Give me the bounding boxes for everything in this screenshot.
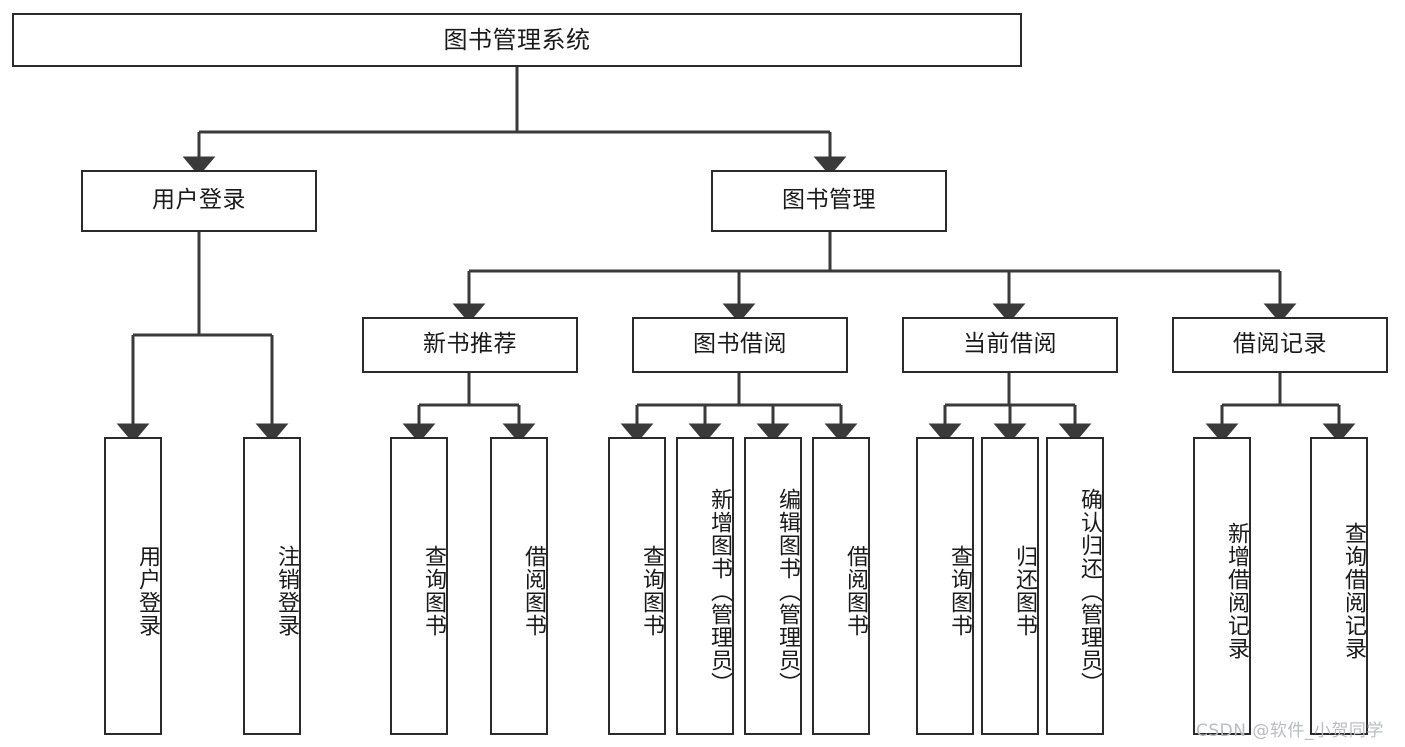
node-new-book-recommend[interactable]: 新书推荐 bbox=[362, 317, 578, 373]
node-book-manage[interactable]: 图书管理 bbox=[711, 170, 947, 232]
leaf-confirm-return-admin[interactable]: 确认归还（管理员） bbox=[1046, 437, 1104, 735]
leaf-label: 查询图书 bbox=[947, 545, 972, 637]
leaf-label: 查询图书 bbox=[639, 545, 664, 637]
leaf-label: 借阅图书 bbox=[843, 545, 868, 637]
leaf-label: 归还图书 bbox=[1012, 545, 1037, 637]
node-borrow-record[interactable]: 借阅记录 bbox=[1172, 317, 1388, 373]
leaf-label: 新增借阅记录 bbox=[1224, 522, 1249, 660]
leaf-label: 用户登录 bbox=[135, 545, 160, 637]
node-current-borrow[interactable]: 当前借阅 bbox=[902, 317, 1118, 373]
leaf-label: 查询图书 bbox=[421, 545, 446, 637]
leaf-user-login[interactable]: 用户登录 bbox=[104, 437, 162, 735]
leaf-label: 编辑图书（管理员） bbox=[775, 487, 800, 695]
leaf-add-book-admin[interactable]: 新增图书（管理员） bbox=[676, 437, 734, 735]
leaf-label: 借阅图书 bbox=[521, 545, 546, 637]
leaf-add-borrow-record[interactable]: 新增借阅记录 bbox=[1193, 437, 1251, 735]
csdn-watermark: CSDN @软件_小贺同学 bbox=[1196, 721, 1384, 741]
leaf-user-logout[interactable]: 注销登录 bbox=[243, 437, 301, 735]
node-root-book-management-system[interactable]: 图书管理系统 bbox=[12, 13, 1022, 67]
leaf-query-borrow-record[interactable]: 查询借阅记录 bbox=[1310, 437, 1368, 735]
leaf-return-book[interactable]: 归还图书 bbox=[981, 437, 1039, 735]
leaf-label: 确认归还（管理员） bbox=[1077, 487, 1102, 695]
leaf-label: 新增图书（管理员） bbox=[707, 487, 732, 695]
leaf-borrow-book-recommend[interactable]: 借阅图书 bbox=[490, 437, 548, 735]
leaf-borrow-book[interactable]: 借阅图书 bbox=[812, 437, 870, 735]
leaf-query-book-recommend[interactable]: 查询图书 bbox=[390, 437, 448, 735]
leaf-query-book-borrow[interactable]: 查询图书 bbox=[608, 437, 666, 735]
leaf-label: 注销登录 bbox=[274, 545, 299, 637]
leaf-query-book-current[interactable]: 查询图书 bbox=[916, 437, 974, 735]
leaf-edit-book-admin[interactable]: 编辑图书（管理员） bbox=[744, 437, 802, 735]
leaf-label: 查询借阅记录 bbox=[1341, 522, 1366, 660]
node-book-borrow[interactable]: 图书借阅 bbox=[632, 317, 848, 373]
node-user-login[interactable]: 用户登录 bbox=[81, 170, 317, 232]
